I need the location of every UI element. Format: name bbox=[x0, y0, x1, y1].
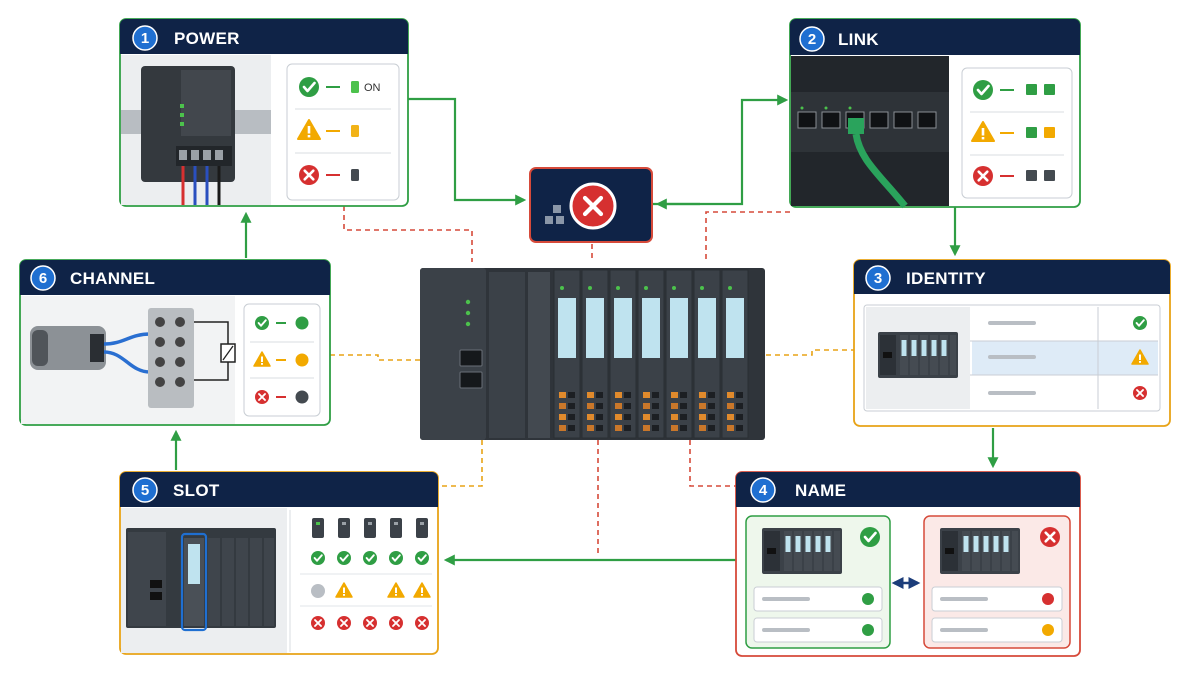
io-module bbox=[609, 269, 637, 439]
warn-line-channel bbox=[330, 354, 420, 361]
check-circle-icon bbox=[414, 550, 430, 566]
device-thumbnail bbox=[762, 528, 842, 574]
device-thumbnail bbox=[878, 332, 958, 378]
check-circle-icon bbox=[336, 550, 352, 566]
slot-module-icon bbox=[338, 518, 350, 538]
central-fault-indicator bbox=[529, 167, 653, 243]
check-circle-icon bbox=[971, 78, 995, 102]
inactive-dot bbox=[311, 584, 325, 598]
fault-line-power bbox=[343, 206, 473, 262]
warn-line-slot bbox=[438, 440, 483, 487]
warn-line-identity bbox=[766, 349, 854, 356]
slot-led bbox=[316, 522, 320, 525]
x-circle-icon bbox=[414, 615, 430, 631]
connectors bbox=[170, 94, 999, 566]
panel-number: 5 bbox=[141, 482, 149, 499]
slot-module-icon bbox=[312, 518, 324, 538]
panel-number-badge: 6 bbox=[30, 265, 56, 291]
check-circle-icon bbox=[362, 550, 378, 566]
x-circle-icon bbox=[971, 164, 995, 188]
fault-line-link bbox=[705, 211, 790, 262]
slot-led bbox=[342, 522, 346, 525]
panel-number-badge: 3 bbox=[865, 265, 891, 291]
panel-title: CHANNEL bbox=[70, 269, 155, 288]
x-circle-icon bbox=[388, 615, 404, 631]
slot-module-icon bbox=[390, 518, 402, 538]
io-module bbox=[553, 269, 581, 439]
panel-title: POWER bbox=[174, 29, 240, 48]
device-thumbnail bbox=[940, 528, 1020, 574]
io-modules bbox=[553, 269, 749, 439]
identity-table bbox=[863, 304, 1161, 412]
io-device-rack bbox=[420, 268, 765, 440]
link-status-legend bbox=[961, 67, 1073, 199]
check-circle-icon bbox=[1132, 315, 1148, 331]
panel-number: 2 bbox=[808, 31, 816, 48]
panel-title: IDENTITY bbox=[906, 269, 986, 288]
panel-name: 4 NAME bbox=[735, 471, 1081, 657]
channel-status-legend bbox=[243, 303, 321, 417]
x-circle-icon bbox=[310, 615, 326, 631]
panel-title: LINK bbox=[838, 30, 879, 49]
io-module bbox=[637, 269, 665, 439]
sensor-wiring-image bbox=[21, 296, 236, 424]
slot-led bbox=[420, 522, 424, 525]
panel-number-badge: 2 bbox=[799, 26, 825, 52]
check-circle-icon bbox=[297, 75, 321, 99]
check-circle-icon bbox=[310, 550, 326, 566]
panel-identity: 3 IDENTITY bbox=[853, 259, 1171, 427]
network-nodes-icon bbox=[545, 205, 564, 224]
flow-power-to-fault bbox=[408, 97, 527, 206]
check-circle-icon bbox=[254, 315, 270, 331]
x-circle-icon bbox=[297, 163, 321, 187]
flow-fault-to-link bbox=[652, 94, 789, 206]
panel-number: 4 bbox=[759, 482, 768, 499]
error-x-icon bbox=[569, 182, 617, 230]
io-module bbox=[721, 269, 749, 439]
panel-number-badge: 4 bbox=[750, 477, 776, 503]
panel-number: 1 bbox=[141, 30, 149, 47]
panel-number-badge: 1 bbox=[132, 25, 158, 51]
power-on-label: ON bbox=[364, 82, 381, 94]
name-card-mismatch bbox=[923, 515, 1071, 649]
io-module bbox=[581, 269, 609, 439]
slot-module-icon bbox=[416, 518, 428, 538]
slot-module-icon bbox=[364, 518, 376, 538]
slot-led bbox=[394, 522, 398, 525]
power-supply-image bbox=[121, 55, 271, 205]
x-circle-icon bbox=[1132, 385, 1148, 401]
panel-number-badge: 5 bbox=[132, 477, 158, 503]
fault-line-name bbox=[689, 440, 736, 487]
panel-title: NAME bbox=[795, 481, 846, 500]
panel-power: 1 POWER ON bbox=[119, 18, 409, 207]
check-circle-icon bbox=[858, 525, 882, 549]
io-module bbox=[665, 269, 693, 439]
x-circle-icon bbox=[336, 615, 352, 631]
slot-status-grid bbox=[300, 518, 432, 631]
panel-link: 2 LINK bbox=[789, 18, 1081, 209]
panel-channel: 6 CHANNEL bbox=[19, 259, 331, 426]
check-circle-icon bbox=[388, 550, 404, 566]
x-circle-icon bbox=[362, 615, 378, 631]
panel-number: 6 bbox=[39, 270, 47, 287]
panel-slot: 5 SLOT bbox=[119, 471, 439, 655]
slot-device-image bbox=[121, 508, 287, 653]
x-circle-icon bbox=[254, 389, 270, 405]
panel-number: 3 bbox=[874, 270, 882, 287]
slot-led bbox=[368, 522, 372, 525]
x-circle-icon bbox=[1038, 525, 1062, 549]
name-card-match bbox=[745, 515, 891, 649]
ethernet-switch-image bbox=[791, 56, 949, 209]
io-module bbox=[693, 269, 721, 439]
panel-title: SLOT bbox=[173, 481, 220, 500]
power-status-legend: ON bbox=[286, 63, 400, 201]
